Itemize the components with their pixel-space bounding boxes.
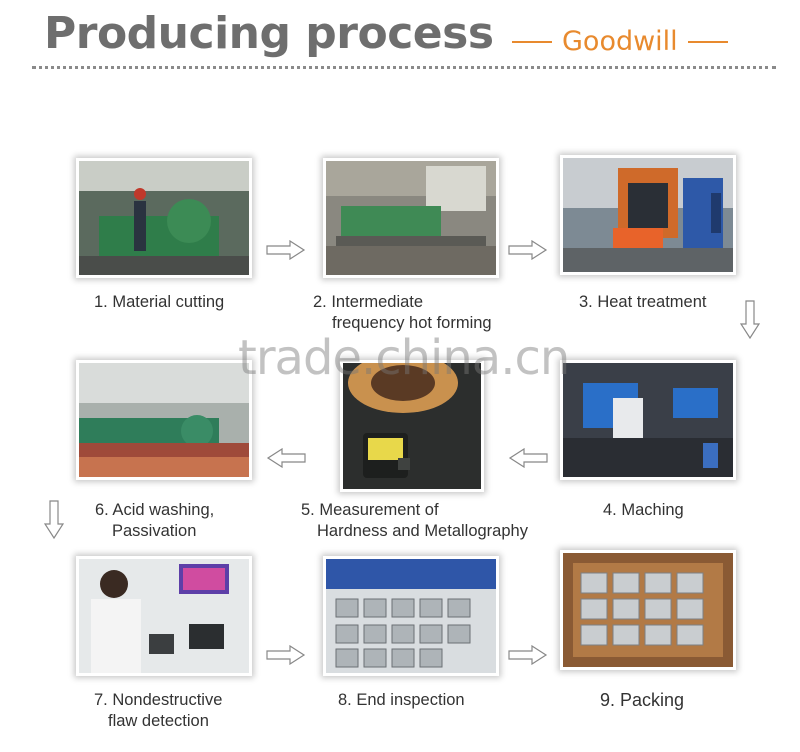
step-4-label: 4. Maching	[603, 501, 684, 519]
step-2-label-line2: frequency hot forming	[332, 314, 492, 332]
header-divider	[32, 66, 776, 69]
step-5-photo	[340, 360, 484, 492]
step-7-label: 7. Nondestructive	[94, 691, 223, 709]
arrow-right-icon	[508, 240, 548, 260]
arrow-right-icon	[266, 240, 306, 260]
brand-dash-right	[687, 40, 728, 43]
arrow-right-icon	[508, 645, 548, 665]
step-8-photo	[323, 556, 499, 676]
step-7-label-line2: flaw detection	[108, 712, 209, 730]
step-7-photo	[76, 556, 252, 676]
arrow-down-icon	[44, 500, 64, 540]
step-1-photo	[76, 158, 252, 278]
step-2-photo	[323, 158, 499, 278]
step-5-label-line2: Hardness and Metallography	[317, 522, 528, 540]
step-2-label: 2. Intermediate	[313, 293, 424, 311]
arrow-down-icon	[740, 300, 760, 340]
step-9-label: 9. Packing	[600, 690, 685, 710]
brand-name: Goodwill	[562, 26, 678, 57]
step-6-label: 6. Acid washing,	[95, 501, 215, 519]
step-8-label: 8. End inspection	[338, 691, 465, 709]
brand-logo: Goodwill	[512, 26, 728, 57]
watermark: trade.china.cn	[238, 330, 570, 386]
step-6-photo	[76, 360, 252, 480]
page-title: Producing process	[44, 8, 494, 59]
brand-dash-left	[512, 40, 552, 43]
step-6-label-line2: Passivation	[112, 522, 197, 540]
step-1-label: 1. Material cutting	[94, 293, 225, 311]
step-3-photo	[560, 155, 736, 275]
step-3-label: 3. Heat treatment	[579, 293, 707, 311]
arrow-left-icon	[508, 448, 548, 468]
step-9-photo	[560, 550, 736, 670]
arrow-left-icon	[266, 448, 306, 468]
step-4-photo	[560, 360, 736, 480]
arrow-right-icon	[266, 645, 306, 665]
step-5-label: 5. Measurement of	[301, 501, 439, 519]
